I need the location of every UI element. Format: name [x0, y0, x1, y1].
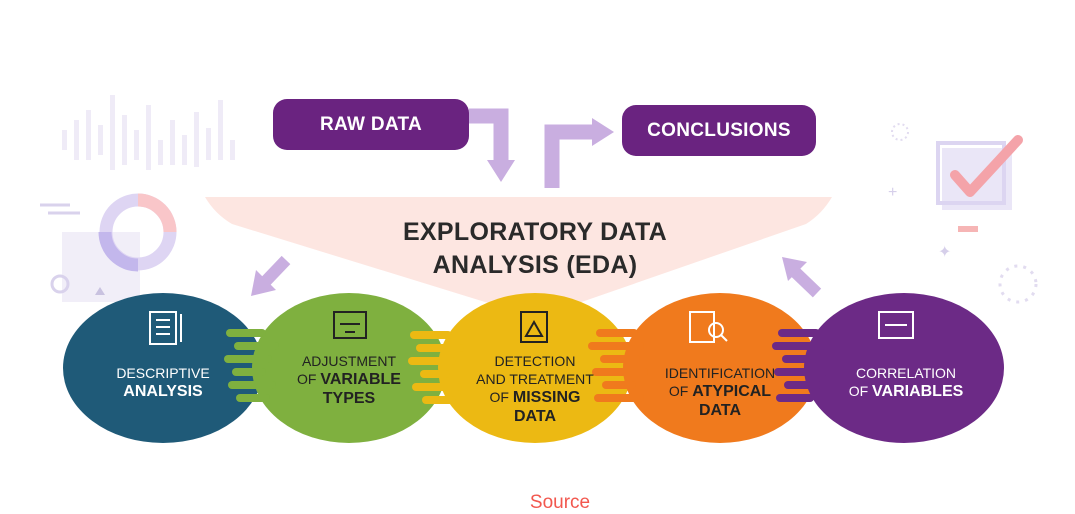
- connector-yellow: [408, 331, 464, 404]
- variable-types-icon: [333, 311, 367, 339]
- stage-text: DETECTION: [494, 353, 576, 369]
- stage-text: AND TREATMENT: [476, 371, 594, 387]
- puzzle-icon: [878, 311, 914, 339]
- source-link[interactable]: Source: [529, 492, 591, 513]
- atypical-search-icon: [689, 311, 728, 343]
- stage-text-bold: ANALYSIS: [123, 383, 203, 400]
- svg-text:✦: ✦: [938, 244, 951, 261]
- stage-text-mixed: OF ATYPICAL: [668, 383, 772, 400]
- left-down-arrow-icon: [251, 255, 291, 296]
- stage-text-mixed: OF MISSING: [489, 389, 581, 406]
- background-donut-chart-icon: [40, 193, 177, 302]
- diagram-title: EXPLORATORY DATA ANALYSIS (EDA): [360, 216, 710, 282]
- connector-green: [224, 329, 279, 402]
- stage-ellipse-descriptive: [63, 293, 263, 443]
- stage-label-descriptive: DESCRIPTIVE ANALYSIS: [103, 364, 223, 401]
- stage-text-mixed: OF VARIABLE: [297, 371, 401, 388]
- right-up-arrow-icon: [782, 257, 822, 298]
- eda-funnel: [205, 197, 832, 306]
- stage-text-bold: DATA: [513, 408, 557, 425]
- stage-text: CORRELATION: [855, 365, 957, 381]
- stage-label-missing-data: DETECTION AND TREATMENT OF MISSING DATA: [470, 352, 600, 426]
- stage-ellipse-missing-data: [438, 293, 632, 443]
- stage-text: IDENTIFICATION: [664, 365, 776, 381]
- conclusions-arrow-icon: [544, 118, 614, 188]
- connector-orange: [588, 329, 648, 402]
- stage-ellipse-correlation: [804, 293, 1004, 443]
- stage-ellipse-variable-types: [252, 293, 446, 443]
- stage-label-variable-types: ADJUSTMENT OF VARIABLE TYPES: [294, 352, 404, 408]
- svg-text:+: +: [888, 184, 897, 201]
- stage-label-correlation: CORRELATION OF VARIABLES: [836, 364, 976, 401]
- raw-data-arrow-icon: [469, 108, 515, 182]
- stage-text-mixed: OF VARIABLES: [848, 383, 964, 400]
- conclusions-label: CONCLUSIONS: [622, 105, 816, 156]
- stage-ellipse-atypical: [623, 293, 817, 443]
- title-line-2: ANALYSIS (EDA): [432, 251, 638, 279]
- stage-text-bold: TYPES: [322, 390, 376, 407]
- connector-purple: [772, 329, 828, 402]
- stage-label-atypical: IDENTIFICATION OF ATYPICAL DATA: [655, 364, 785, 420]
- missing-data-icon: [520, 311, 548, 343]
- background-bar-chart-icon: [62, 95, 235, 170]
- stage-text: ADJUSTMENT: [301, 353, 397, 369]
- title-line-1: EXPLORATORY DATA: [402, 218, 668, 246]
- background-checkbox-icon: + ✦: [888, 123, 1038, 304]
- stage-text: DESCRIPTIVE: [116, 365, 210, 381]
- stage-text-bold: DATA: [698, 402, 742, 419]
- raw-data-label: RAW DATA: [273, 99, 469, 150]
- checklist-icon: [149, 311, 182, 345]
